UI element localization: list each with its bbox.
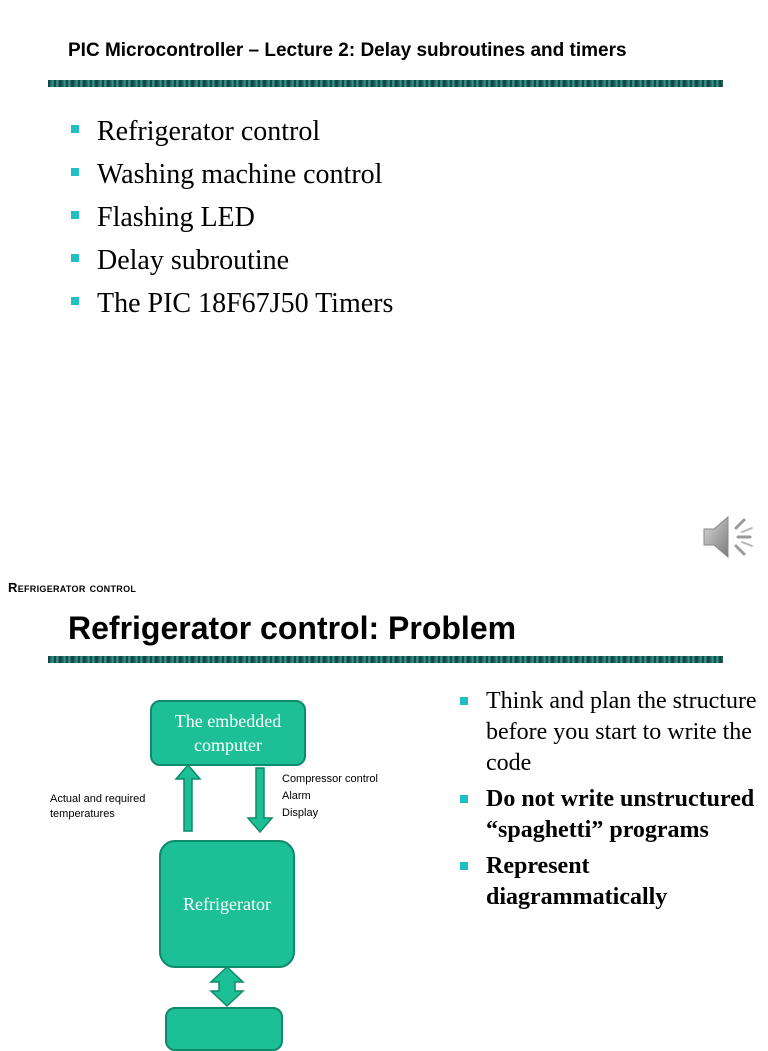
refrigerator-box: Refrigerator — [159, 840, 295, 968]
title-divider — [48, 656, 723, 663]
bullet-square-icon — [460, 795, 468, 803]
list-item: Do not write unstructured “spaghetti” pr… — [458, 784, 758, 846]
list-item: The PIC 18F67J50 Timers — [70, 282, 393, 325]
slide1-bullet-list: Refrigerator control Washing machine con… — [70, 110, 393, 325]
bullet-square-icon — [71, 168, 79, 176]
inputs-label: Actual and required temperatures — [50, 793, 146, 820]
partial-diagram-box — [165, 1007, 283, 1051]
bullet-square-icon — [460, 697, 468, 705]
list-item: Think and plan the structure before you … — [458, 686, 758, 779]
speaker-audio-icon[interactable] — [700, 510, 758, 564]
slide1-title: PIC Microcontroller – Lecture 2: Delay s… — [68, 40, 627, 61]
title-divider — [48, 80, 723, 87]
bullet-square-icon — [71, 125, 79, 133]
bullet-square-icon — [460, 862, 468, 870]
up-arrow-icon — [174, 763, 202, 832]
list-item: Represent diagrammatically — [458, 851, 758, 913]
embedded-computer-box: The embedded computer — [150, 700, 306, 766]
bullet-square-icon — [71, 211, 79, 219]
down-arrow-icon — [246, 767, 274, 834]
double-arrow-icon — [209, 965, 245, 1008]
list-item: Flashing LED — [70, 196, 393, 239]
slide2-bullet-list: Think and plan the structure before you … — [458, 686, 758, 918]
slide2-title: Refrigerator control: Problem — [68, 610, 517, 646]
outputs-label: Compressor control Alarm Display — [282, 773, 378, 819]
section-label: Refrigerator control — [8, 580, 137, 595]
list-item: Delay subroutine — [70, 239, 393, 282]
list-item: Refrigerator control — [70, 110, 393, 153]
bullet-square-icon — [71, 297, 79, 305]
list-item: Washing machine control — [70, 153, 393, 196]
bullet-square-icon — [71, 254, 79, 262]
